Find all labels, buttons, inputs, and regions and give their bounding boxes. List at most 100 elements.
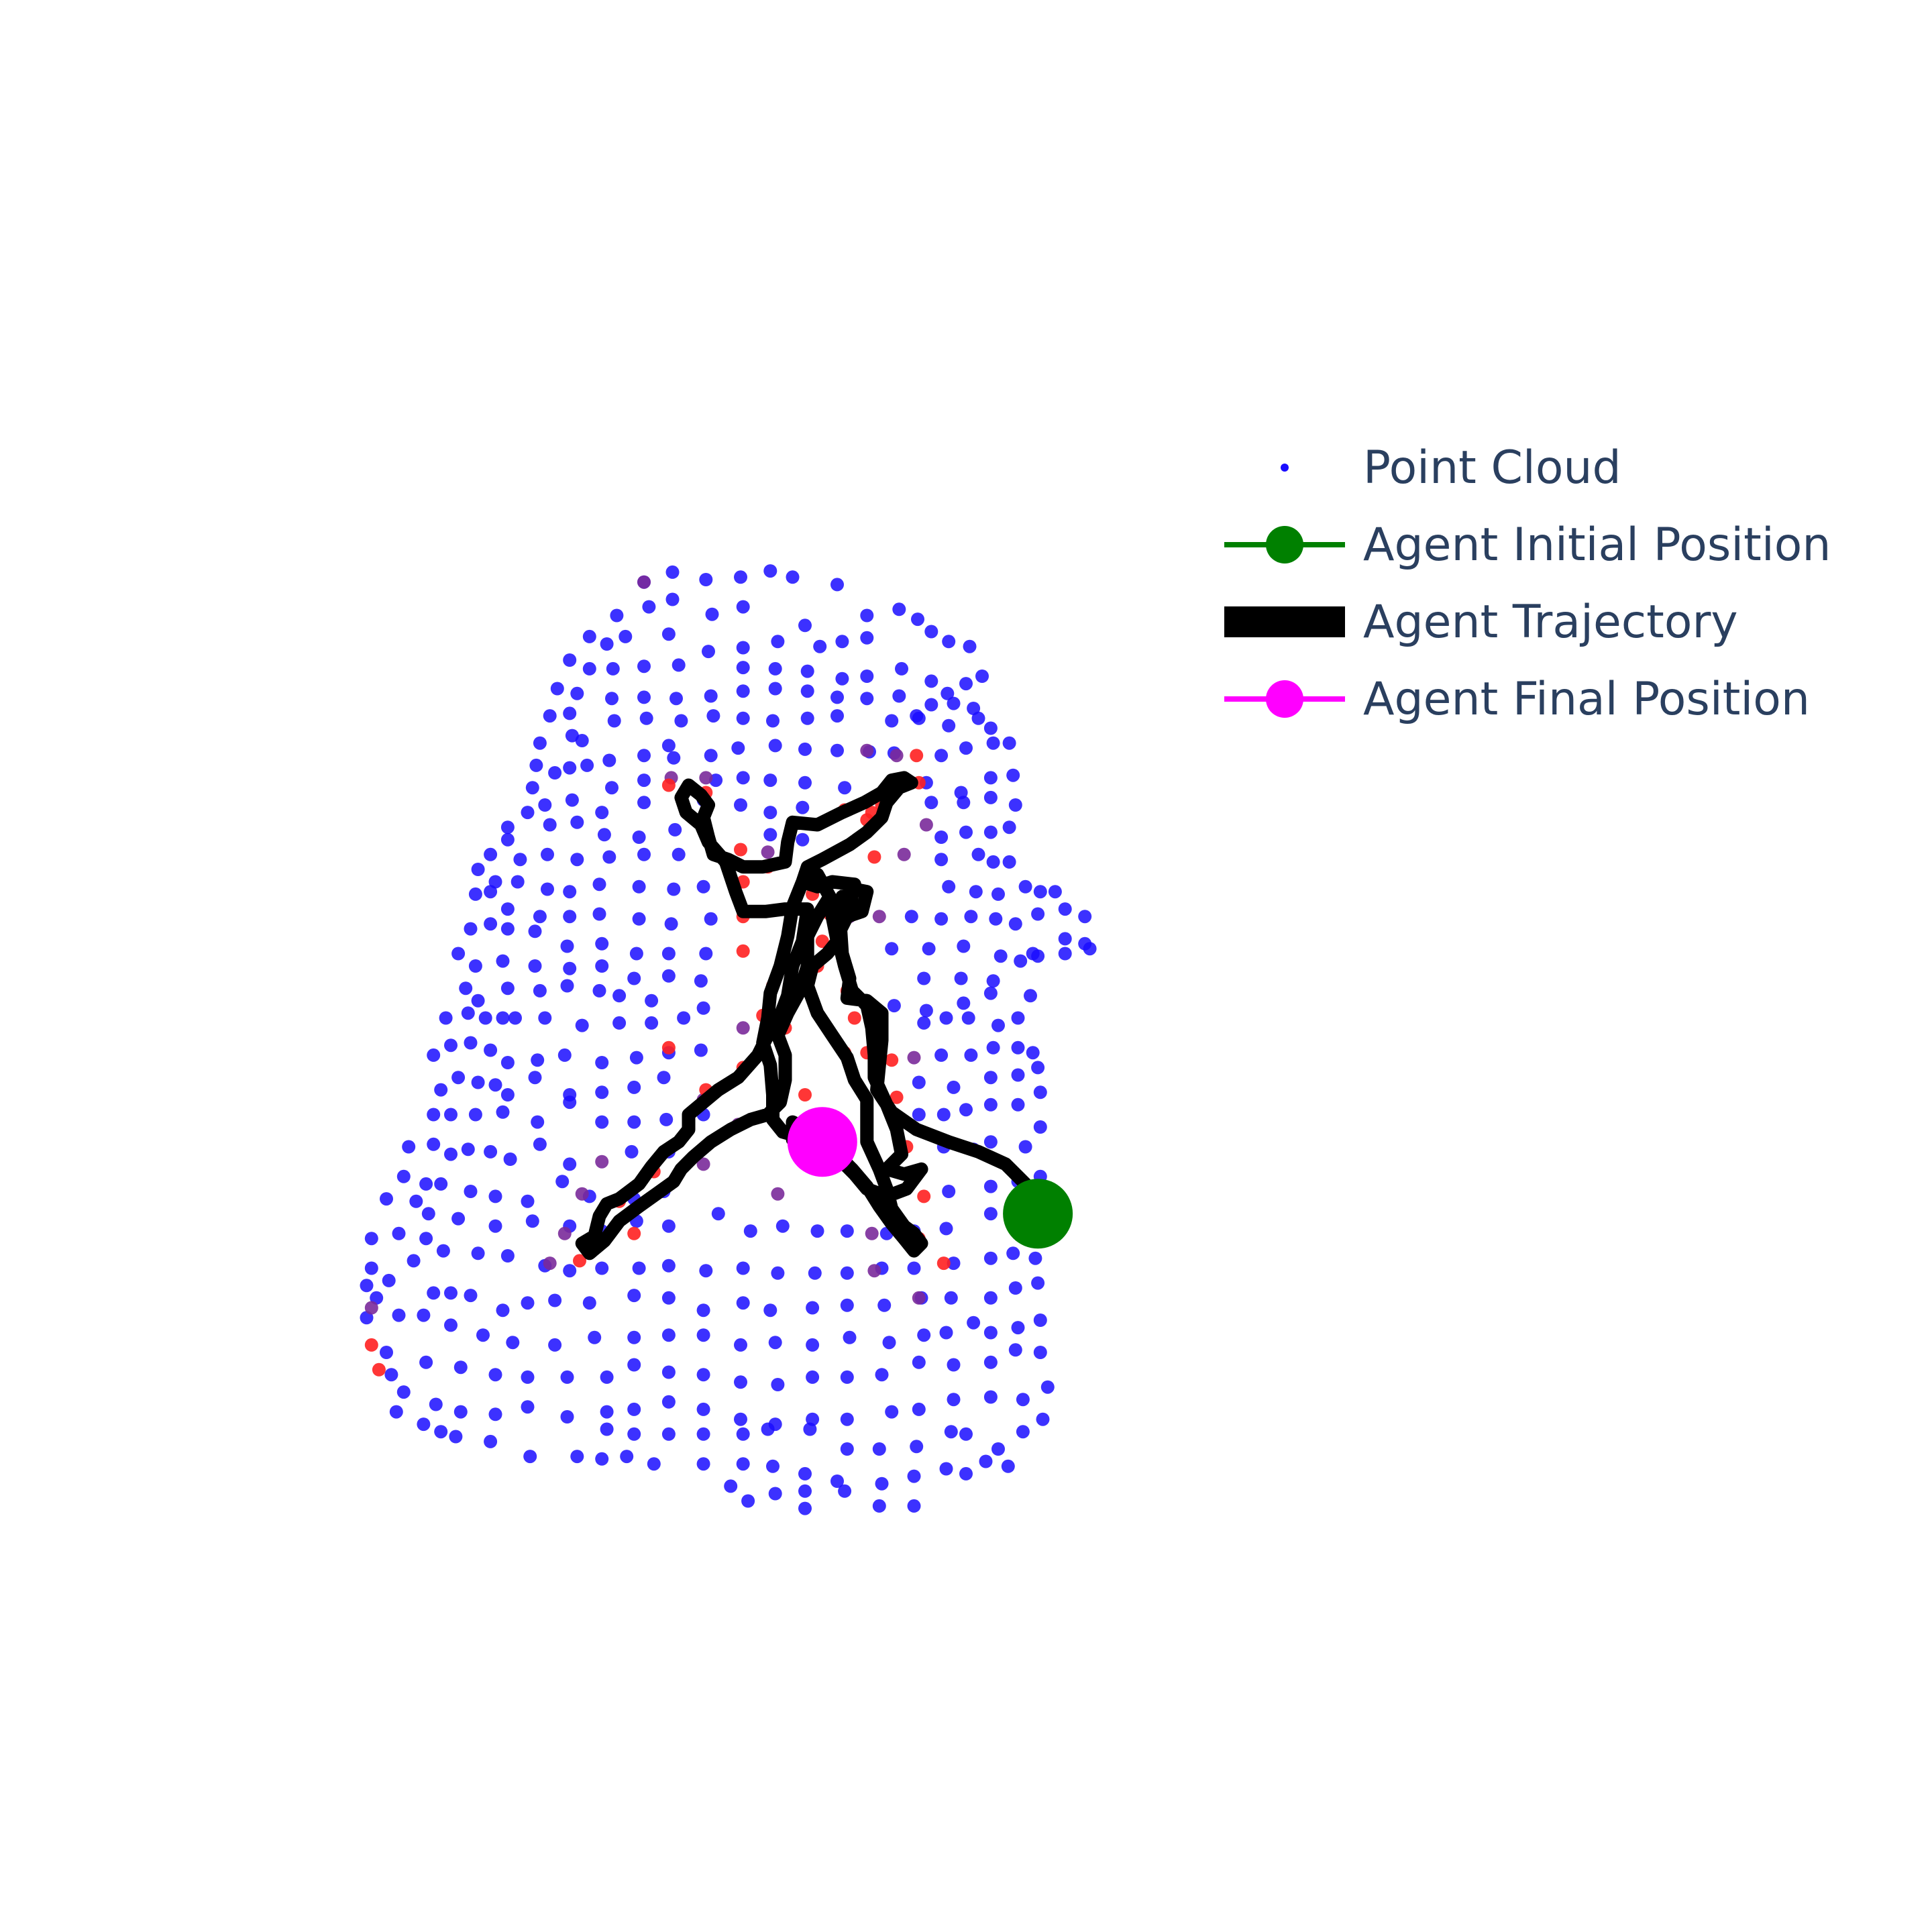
point-cloud-point <box>384 1368 398 1382</box>
point-cloud-point <box>503 1152 517 1166</box>
point-cloud-point <box>661 947 676 961</box>
point-cloud-point <box>887 999 901 1013</box>
point-cloud-point <box>496 1303 510 1318</box>
point-cloud-point <box>563 910 577 924</box>
point-cloud-point <box>563 761 577 775</box>
point-cloud-point <box>419 1177 433 1191</box>
point-cloud-point <box>885 1405 899 1419</box>
point-cloud-point <box>453 1405 468 1419</box>
point-cloud-point <box>947 1256 961 1271</box>
point-cloud-point <box>1011 1321 1025 1335</box>
point-cloud-point <box>439 1011 453 1025</box>
point-cloud-point <box>696 1328 710 1342</box>
point-cloud-point <box>380 1346 393 1359</box>
point-cloud-point <box>1002 855 1016 869</box>
point-cloud-point <box>1008 917 1022 931</box>
point-cloud-point <box>434 1083 448 1097</box>
point-cloud-point <box>696 1402 710 1416</box>
point-cloud-point <box>947 1358 961 1372</box>
point-cloud-point <box>1058 947 1072 961</box>
point-cloud-point <box>971 711 985 725</box>
legend-item-point-cloud[interactable]: Point Cloud <box>1221 429 1905 506</box>
legend-swatch-final-position <box>1221 661 1348 738</box>
point-cloud-point <box>612 1016 627 1030</box>
point-cloud-point <box>959 1427 973 1441</box>
point-cloud-point <box>625 1144 639 1159</box>
point-cloud-point <box>563 885 577 899</box>
point-cloud-point <box>1024 989 1037 1003</box>
point-cloud-point <box>533 910 547 924</box>
point-cloud-point <box>912 1075 926 1089</box>
point-cloud-point <box>830 709 844 723</box>
point-cloud-point <box>563 1095 577 1110</box>
point-cloud-point <box>907 1499 921 1513</box>
point-cloud-point <box>934 853 949 867</box>
point-cloud-point <box>402 1140 416 1154</box>
point-cloud-point <box>840 1412 854 1426</box>
point-cloud-point <box>705 607 719 621</box>
point-cloud-point <box>637 847 651 861</box>
point-cloud-point <box>627 1115 641 1129</box>
point-cloud-point <box>661 1219 676 1233</box>
point-cloud-point <box>661 627 676 641</box>
point-cloud-point <box>830 690 844 704</box>
point-cloud-point <box>632 912 646 926</box>
point-cloud-point <box>768 739 782 753</box>
point-cloud-point <box>396 1385 411 1399</box>
point-cloud-point <box>1026 947 1040 961</box>
point-cloud-point <box>942 1185 956 1198</box>
point-cloud-point <box>736 1457 750 1471</box>
point-cloud-point <box>1033 885 1047 899</box>
point-cloud-point <box>427 1137 441 1151</box>
point-cloud-point <box>696 879 710 894</box>
point-cloud-point <box>895 661 908 676</box>
legend-item-agent-trajectory[interactable]: Agent Trajectory <box>1221 584 1905 661</box>
point-cloud-point <box>763 564 777 578</box>
point-cloud-point <box>947 1393 961 1407</box>
point-cloud-point <box>500 1249 515 1263</box>
point-cloud-point-mixed <box>761 845 775 859</box>
point-cloud-point <box>600 1370 614 1384</box>
point-cloud-point <box>957 996 971 1010</box>
point-cloud-point <box>694 1043 708 1057</box>
point-cloud-point <box>1008 798 1022 812</box>
point-cloud-point <box>983 1207 998 1221</box>
point-cloud-point <box>637 659 651 674</box>
point-cloud-point-highlight <box>372 1362 386 1377</box>
point-cloud-point <box>786 570 800 584</box>
point-cloud-point <box>468 887 482 901</box>
point-cloud-point <box>661 1328 676 1342</box>
point-cloud-point <box>661 1395 676 1409</box>
point-cloud-point <box>427 1108 441 1122</box>
point-cloud-point <box>835 635 849 649</box>
point-cloud-point <box>500 922 515 936</box>
point-cloud-point <box>582 661 596 676</box>
point-cloud-point <box>582 629 596 643</box>
point-cloud-point <box>734 1412 747 1426</box>
point-cloud-point <box>595 959 609 973</box>
legend-item-agent-initial-position[interactable]: Agent Initial Position <box>1221 506 1905 584</box>
point-cloud-point <box>619 629 633 643</box>
point-cloud-point <box>741 1494 755 1508</box>
point-cloud-point <box>924 698 938 712</box>
point-cloud-point <box>840 1370 854 1384</box>
point-cloud-point <box>975 669 989 683</box>
point-cloud-point <box>647 1457 661 1471</box>
point-cloud-point <box>471 863 485 876</box>
point-cloud-point-mixed <box>637 575 651 589</box>
point-cloud-point <box>736 1427 750 1441</box>
point-cloud-point-mixed <box>771 1187 785 1201</box>
point-cloud-point <box>563 1157 577 1171</box>
point-cloud-point <box>521 1370 535 1384</box>
point-cloud-point <box>444 1108 458 1122</box>
point-cloud-point <box>488 1078 502 1092</box>
point-cloud-point <box>910 1440 924 1454</box>
legend-item-agent-final-position[interactable]: Agent Final Position <box>1221 661 1905 738</box>
point-cloud-point <box>664 917 678 931</box>
point-cloud-point <box>417 1308 431 1322</box>
point-cloud-point <box>912 1355 926 1369</box>
point-cloud-point <box>392 1308 406 1322</box>
point-cloud-point <box>983 1251 998 1265</box>
point-cloud-point-mixed <box>865 1226 879 1240</box>
point-cloud-point <box>533 1137 547 1151</box>
